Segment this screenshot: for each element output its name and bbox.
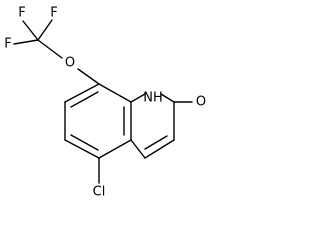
bond-c8-c7-inner xyxy=(70,91,99,108)
bond-c8-c7 xyxy=(64,83,100,103)
bond-c6-c5-inner xyxy=(70,134,99,151)
bond-o-c8 xyxy=(77,68,100,85)
bond-cf3-o xyxy=(37,39,63,59)
atom-oxygen-carbonyl: O xyxy=(196,95,206,110)
atom-labels: F F F O NH O Cl xyxy=(4,6,206,200)
atom-chlorine: Cl xyxy=(93,185,106,200)
atom-f1: F xyxy=(18,6,25,21)
bond-c3-c4 xyxy=(144,139,175,159)
atom-oxygen-ether: O xyxy=(65,56,75,71)
molecule-diagram: F F F O NH O Cl xyxy=(4,6,206,200)
bonds xyxy=(13,19,193,184)
bond-cf3-f1 xyxy=(22,20,39,41)
bond-c8a-n1 xyxy=(130,93,146,103)
atom-f3: F xyxy=(4,37,11,52)
bond-c5-c4a xyxy=(98,139,132,159)
bond-c4-c4a xyxy=(130,139,146,159)
atom-f2: F xyxy=(50,6,57,21)
bond-c8a-c8 xyxy=(98,83,132,103)
bond-c3-c4-inner xyxy=(144,135,168,150)
bond-c6-c5 xyxy=(64,139,100,159)
bond-n1-c2 xyxy=(160,93,175,103)
bond-cf3-f3 xyxy=(13,39,39,45)
bond-cf3-f2 xyxy=(37,19,53,41)
atom-nh: NH xyxy=(143,91,163,106)
